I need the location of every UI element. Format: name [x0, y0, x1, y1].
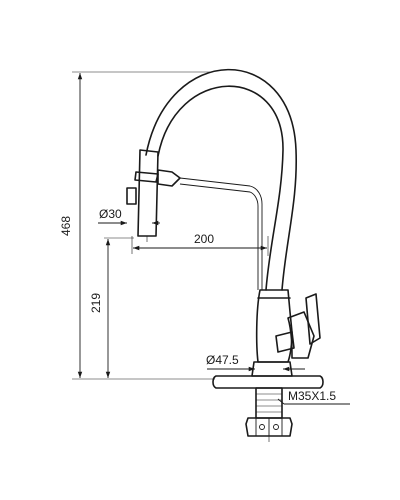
nut-hole: [273, 424, 279, 430]
docking-rod: [179, 177, 263, 290]
gooseneck-outer-edge: [145, 68, 298, 291]
reach-label: 200: [194, 232, 214, 246]
faucet-body: [126, 68, 324, 442]
spray-head-collar: [134, 171, 159, 183]
spray-head: [137, 149, 159, 237]
spout-height-label: 219: [89, 293, 103, 313]
dimension-labels: 468 219 200 Ø30 Ø47.5 M35X1.5: [59, 207, 336, 403]
base-flange: [251, 361, 293, 377]
total-height-label: 468: [59, 216, 73, 236]
thread-label: M35X1.5: [288, 389, 336, 403]
spray-head-connector: [157, 169, 181, 187]
mounting-nut: [245, 417, 293, 437]
threaded-shank: [255, 387, 283, 419]
base-diameter-label: Ø47.5: [206, 353, 239, 367]
gooseneck-inner-edge: [157, 85, 284, 291]
base-plate: [212, 375, 324, 389]
spray-button: [126, 187, 137, 205]
lever-cartridge: [275, 331, 295, 353]
spray-diameter-label: Ø30: [99, 207, 122, 221]
docking-rod-inner: [179, 183, 259, 290]
nut-hole: [259, 424, 265, 430]
lever-handle-grip: [305, 293, 321, 345]
body-column: [255, 289, 293, 363]
